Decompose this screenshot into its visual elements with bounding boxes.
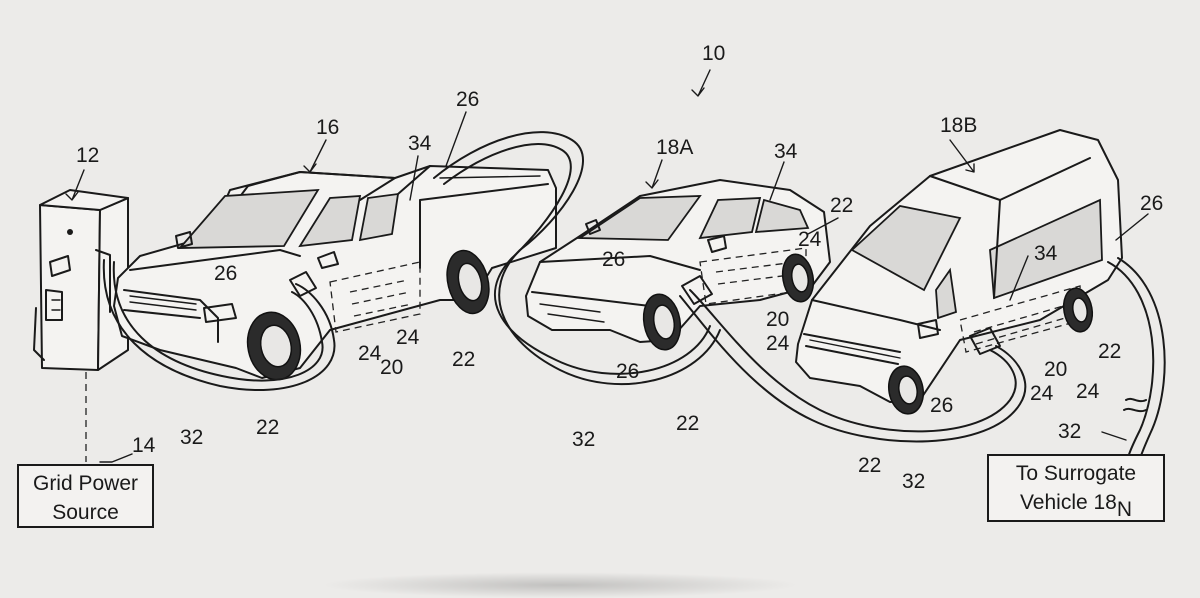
ref-cell-24c: 24 xyxy=(798,228,822,251)
grid-box-line-2: Source xyxy=(52,501,119,524)
ref-truck: 16 xyxy=(316,116,339,139)
bottom-shadow xyxy=(320,572,800,598)
primary-pickup-truck xyxy=(113,165,557,381)
ref-battery-20c: 20 xyxy=(1044,358,1067,381)
ref-cell-24d: 24 xyxy=(766,332,790,355)
surrogate-box-line-2: Vehicle 18N xyxy=(989,488,1163,521)
surrogate-car-18a xyxy=(525,179,831,351)
ref-cable-26b: 26 xyxy=(214,262,237,285)
ref-grid: 14 xyxy=(132,434,156,457)
ref-van-18b: 18B xyxy=(940,114,977,137)
ref-wheel-22f: 22 xyxy=(858,454,881,477)
surrogate-box-subscript: N xyxy=(1116,498,1133,521)
ref-cable-26a: 26 xyxy=(456,88,479,111)
grid-box-line-1: Grid Power xyxy=(32,472,139,495)
ref-controller-34c: 34 xyxy=(1034,242,1058,265)
ref-wheel-22d: 22 xyxy=(676,412,699,435)
ref-cable-26e: 26 xyxy=(1140,192,1163,215)
ref-controller-34a: 34 xyxy=(408,132,432,155)
ref-cord-32a: 32 xyxy=(180,426,203,449)
ref-cable-26d: 26 xyxy=(616,360,639,383)
ref-wheel-22e: 22 xyxy=(1098,340,1121,363)
surrogate-van-18b xyxy=(795,129,1123,415)
ref-cable-26f: 26 xyxy=(930,394,953,417)
ref-cord-32b: 32 xyxy=(572,428,595,451)
ref-controller-34b: 34 xyxy=(774,140,798,163)
leader-lines xyxy=(65,69,1149,463)
reference-numerals: 10 12 14 16 18A 18B 26 34 26 24 24 20 22… xyxy=(76,42,1163,493)
ref-cell-24f: 24 xyxy=(1076,380,1100,403)
grid-power-source-box: Grid Power Source xyxy=(17,464,154,528)
surrogate-box-line-2-text: Vehicle 18 xyxy=(1019,491,1117,514)
ref-wheel-22c: 22 xyxy=(830,194,853,217)
ref-system: 10 xyxy=(702,42,725,65)
ref-car-18a: 18A xyxy=(656,136,693,159)
surrogate-box-line-1: To Surrogate xyxy=(1015,462,1137,485)
ref-cell-24a: 24 xyxy=(358,342,382,365)
ref-cable-26c: 26 xyxy=(602,248,625,271)
ref-battery-20a: 20 xyxy=(380,356,403,379)
ref-cord-32c: 32 xyxy=(902,470,925,493)
ref-charger: 12 xyxy=(76,144,99,167)
ref-wheel-22b: 22 xyxy=(256,416,279,439)
ref-cord-32d: 32 xyxy=(1058,420,1081,443)
ref-cell-24e: 24 xyxy=(1030,382,1054,405)
surrogate-vehicle-box: To Surrogate Vehicle 18N xyxy=(987,454,1165,522)
ref-wheel-22a: 22 xyxy=(452,348,475,371)
ref-cell-24b: 24 xyxy=(396,326,420,349)
ref-battery-20b: 20 xyxy=(766,308,789,331)
charging-cables xyxy=(102,131,1166,471)
